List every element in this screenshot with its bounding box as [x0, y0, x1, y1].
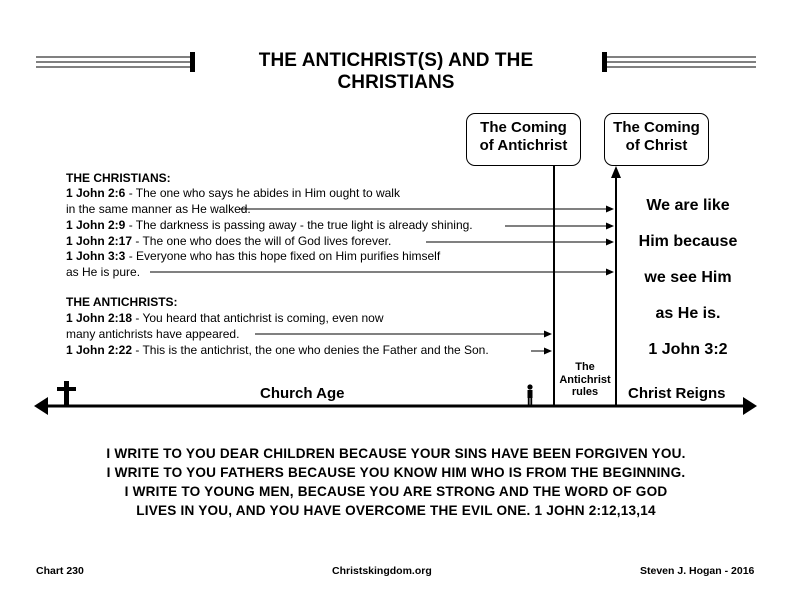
- timeline-right-arrowhead: [743, 397, 757, 415]
- chart-number: Chart 230: [36, 565, 84, 577]
- page-title: THE ANTICHRIST(S) AND THE CHRISTIANS: [258, 50, 534, 93]
- verse-2-17: 1 John 2:17 - The one who does the will …: [66, 234, 391, 250]
- quote-line: Him because: [638, 233, 738, 250]
- timeline-left-arrowhead: [34, 397, 48, 415]
- verse-2-6: 1 John 2:6 - The one who says he abides …: [66, 186, 400, 217]
- verse-text: - The one who says he abides in Him ough…: [125, 186, 400, 200]
- verse-ref: 1 John 2:18: [66, 311, 133, 325]
- verse-ref: 1 John 2:9: [66, 218, 126, 232]
- title-rule-left: [36, 52, 195, 72]
- christ-up-arrowhead: [611, 166, 621, 178]
- christians-heading: THE CHRISTIANS:: [66, 171, 171, 185]
- site-name: Christskingdom.org: [332, 565, 432, 577]
- bottom-line: I WRITE TO YOU FATHERS BECAUSE YOU KNOW …: [106, 465, 686, 480]
- verse-2-18: 1 John 2:18 - You heard that antichrist …: [66, 311, 384, 342]
- coming-of-antichrist-box: The Coming of Antichrist: [466, 113, 581, 166]
- antichrist-rules-label: The Antichrist rules: [559, 361, 611, 398]
- quote-line: We are like: [646, 197, 730, 214]
- verse-text: many antichrists have appeared.: [66, 326, 240, 341]
- christ-box-line-1: The Coming: [613, 119, 700, 136]
- church-age-label: Church Age: [260, 385, 345, 402]
- bottom-line: I WRITE TO YOU DEAR CHILDREN BECAUSE YOU…: [106, 446, 686, 461]
- verse-text: - You heard that antichrist is coming, e…: [132, 311, 384, 325]
- antichrist-box-line-2: of Antichrist: [479, 137, 568, 154]
- verse-ref: 1 John 2:6: [66, 186, 126, 200]
- title-rule-right: [602, 52, 756, 72]
- antichrist-box-line-1: The Coming: [480, 119, 567, 136]
- verse-text: - Everyone who has this hope fixed on Hi…: [125, 249, 441, 263]
- antichrists-heading: THE ANTICHRISTS:: [66, 295, 178, 309]
- verse-2-22: 1 John 2:22 - This is the antichrist, th…: [66, 343, 489, 359]
- cross-icon: [57, 381, 76, 406]
- verse-ref: 1 John 2:17: [66, 234, 133, 248]
- verse-3-3: 1 John 3:3 - Everyone who has this hope …: [66, 249, 440, 280]
- author-credit: Steven J. Hogan - 2016: [640, 565, 755, 577]
- verse-2-9: 1 John 2:9 - The darkness is passing awa…: [66, 218, 473, 234]
- verse-text: - This is the antichrist, the one who de…: [132, 343, 489, 357]
- quote-line: as He is.: [655, 305, 721, 322]
- christ-reigns-label: Christ Reigns: [628, 385, 726, 402]
- verse-text: in the same manner as He walked.: [66, 201, 251, 216]
- quote-line: 1 John 3:2: [648, 341, 728, 358]
- person-icon: [527, 384, 533, 406]
- christ-box-line-2: of Christ: [625, 137, 688, 154]
- bottom-scripture: I WRITE TO YOU DEAR CHILDREN BECAUSE YOU…: [60, 444, 732, 520]
- verse-text: - The darkness is passing away - the tru…: [125, 218, 473, 232]
- bottom-line: I WRITE TO YOUNG MEN, BECAUSE YOU ARE ST…: [124, 484, 668, 499]
- quote-block: We are like Him because we see Him as He…: [618, 188, 758, 368]
- verse-text: - The one who does the will of God lives…: [132, 234, 392, 248]
- verse-ref: 1 John 3:3: [66, 249, 126, 263]
- coming-of-christ-box: The Coming of Christ: [604, 113, 709, 166]
- verse-text: as He is pure.: [66, 264, 141, 279]
- verse-ref: 1 John 2:22: [66, 343, 133, 357]
- quote-line: we see Him: [644, 269, 732, 286]
- bottom-line: LIVES IN YOU, AND YOU HAVE OVERCOME THE …: [136, 503, 656, 518]
